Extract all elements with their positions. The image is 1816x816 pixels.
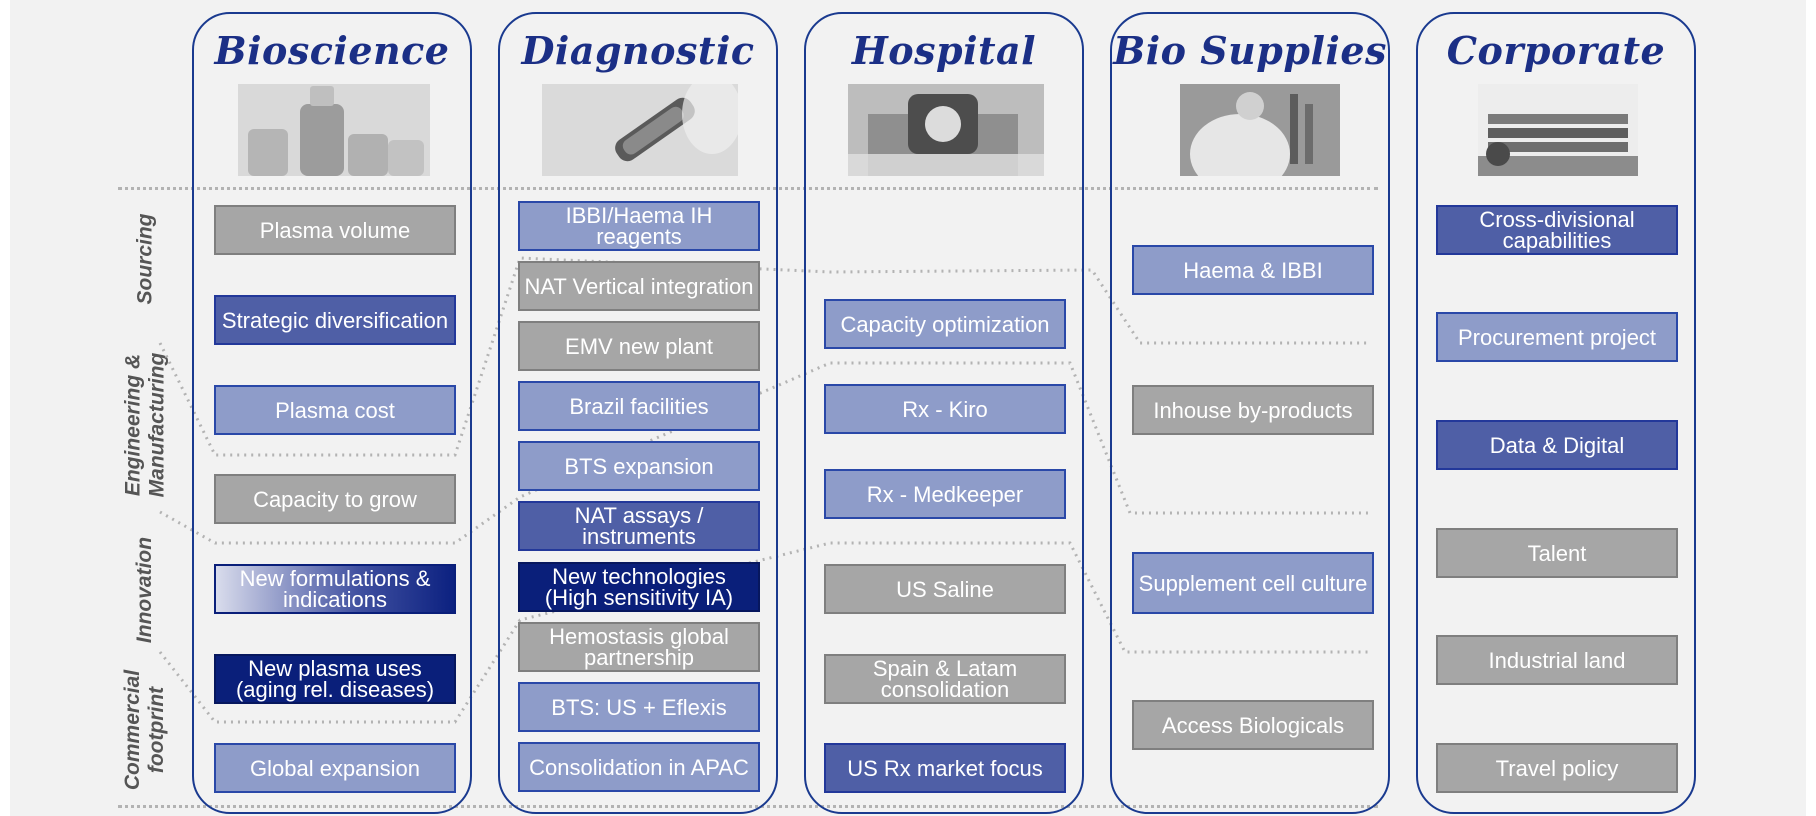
- top-divider-line: [118, 187, 1378, 190]
- division-title: Hospital: [851, 28, 1037, 73]
- item-new-technologies: New technologies (High sensitivity IA): [518, 562, 760, 612]
- item-brazil-facilities: Brazil facilities: [518, 381, 760, 431]
- item-talent: Talent: [1436, 528, 1678, 578]
- item-new-plasma-uses: New plasma uses (aging rel. diseases): [214, 654, 456, 704]
- item-capacity-optimization: Capacity optimization: [824, 299, 1066, 349]
- item-plasma-volume: Plasma volume: [214, 205, 456, 255]
- section-label: Commercial footprint: [121, 669, 168, 791]
- division-column-bioscience: Bioscience Plasma volume Strategic diver…: [192, 12, 472, 814]
- item-emv-new-plant: EMV new plant: [518, 321, 760, 371]
- item-consolidation-apac: Consolidation in APAC: [518, 742, 760, 792]
- item-data-digital: Data & Digital: [1436, 420, 1678, 470]
- item-new-formulations: New formulations & indications: [214, 564, 456, 614]
- item-travel-policy: Travel policy: [1436, 743, 1678, 793]
- item-cross-divisional-capabilities: Cross-divisional capabilities: [1436, 205, 1678, 255]
- test-tube-photo: [542, 84, 738, 176]
- item-strategic-diversification: Strategic diversification: [214, 295, 456, 345]
- item-nat-assays-instruments: NAT assays / instruments: [518, 501, 760, 551]
- item-inhouse-by-products: Inhouse by-products: [1132, 385, 1374, 435]
- item-global-expansion: Global expansion: [214, 743, 456, 793]
- item-supplement-cell-culture: Supplement cell culture: [1132, 552, 1374, 614]
- division-title: Corporate: [1446, 28, 1666, 73]
- item-rx-kiro: Rx - Kiro: [824, 384, 1066, 434]
- item-ibbi-haema-reagents: IBBI/Haema IH reagents: [518, 201, 760, 251]
- lab-machine-photo: [848, 84, 1044, 176]
- section-commercial-footprint: Commercial footprint: [115, 655, 175, 805]
- division-column-hospital: Hospital Capacity optimization Rx - Kiro…: [804, 12, 1084, 814]
- item-us-rx-market-focus: US Rx market focus: [824, 743, 1066, 793]
- item-capacity-to-grow: Capacity to grow: [214, 474, 456, 524]
- item-industrial-land: Industrial land: [1436, 635, 1678, 685]
- section-sourcing: Sourcing: [115, 190, 175, 328]
- section-label: Engineering & Manufacturing: [121, 352, 169, 498]
- item-bts-us-eflexis: BTS: US + Eflexis: [518, 682, 760, 732]
- division-column-diagnostic: Diagnostic IBBI/Haema IH reagents NAT Ve…: [498, 12, 778, 814]
- section-engineering-manufacturing: Engineering & Manufacturing: [115, 335, 175, 515]
- item-rx-medkeeper: Rx - Medkeeper: [824, 469, 1066, 519]
- item-hemostasis-partnership: Hemostasis global partnership: [518, 622, 760, 672]
- division-title: Bio Supplies: [1113, 28, 1387, 73]
- item-nat-vertical-integration: NAT Vertical integration: [518, 261, 760, 311]
- section-label: Innovation: [133, 536, 157, 644]
- division-column-corporate: Corporate Cross-divisional capabilities …: [1416, 12, 1696, 814]
- item-us-saline: US Saline: [824, 564, 1066, 614]
- item-spain-latam-consolidation: Spain & Latam consolidation: [824, 654, 1066, 704]
- medicine-vials-photo: [238, 84, 430, 176]
- division-title: Bioscience: [214, 28, 450, 73]
- lab-scientist-photo: [1180, 84, 1340, 176]
- office-building-photo: [1478, 84, 1638, 176]
- division-title: Diagnostic: [521, 28, 755, 73]
- item-procurement-project: Procurement project: [1436, 312, 1678, 362]
- item-access-biologicals: Access Biologicals: [1132, 700, 1374, 750]
- section-label: Sourcing: [133, 213, 157, 305]
- division-column-bio-supplies: Bio Supplies Haema & IBBI Inhouse by-pro…: [1110, 12, 1390, 814]
- item-plasma-cost: Plasma cost: [214, 385, 456, 435]
- item-bts-expansion: BTS expansion: [518, 441, 760, 491]
- item-haema-ibbi: Haema & IBBI: [1132, 245, 1374, 295]
- section-innovation: Innovation: [115, 515, 175, 665]
